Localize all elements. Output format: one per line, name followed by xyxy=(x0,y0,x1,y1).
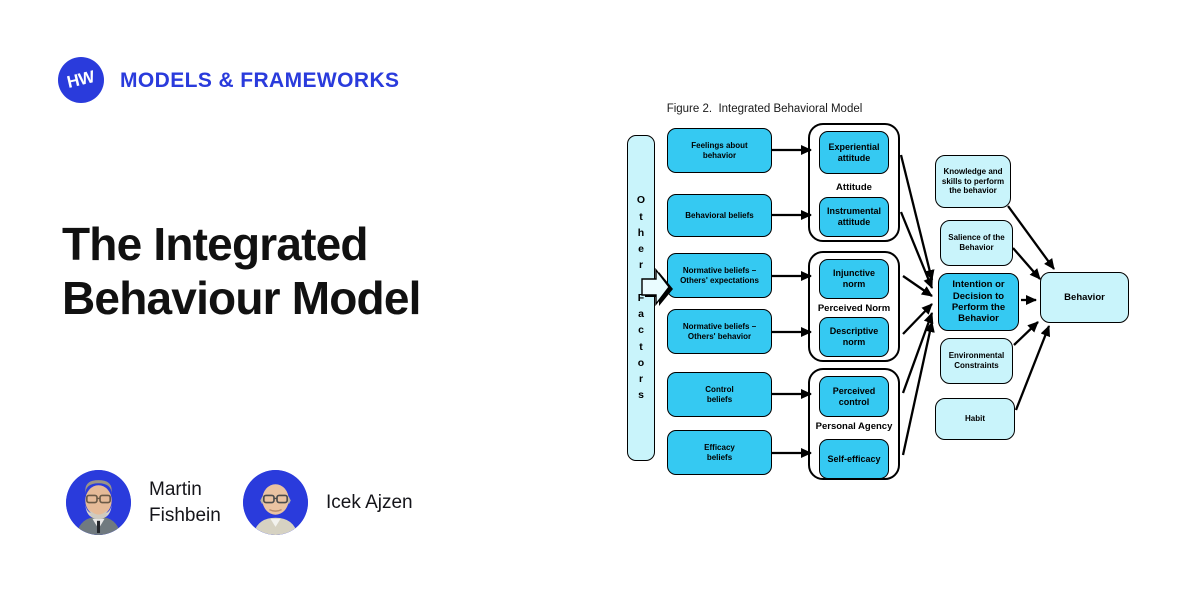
box-behavior: Behavior xyxy=(1040,272,1129,323)
group-perceived-norm: Injunctive norm Perceived Norm Descripti… xyxy=(808,251,900,362)
box-habit: Habit xyxy=(935,398,1015,440)
box-intention-decision: Intention or Decision to Perform the Beh… xyxy=(938,273,1019,331)
box-injunctive-norm: Injunctive norm xyxy=(819,259,889,299)
box-behavioral-beliefs: Behavioral beliefs xyxy=(667,194,772,237)
label-personal-agency: Personal Agency xyxy=(815,421,893,432)
martin-fishbein-photo xyxy=(66,470,131,535)
brand-logo: HW xyxy=(58,57,104,103)
label-perceived-norm: Perceived Norm xyxy=(817,303,891,314)
other-factors-label: O t h e r F a c t o r s xyxy=(636,194,646,402)
icek-ajzen-photo xyxy=(243,470,308,535)
box-salience-of-behavior: Salience of the Behavior xyxy=(940,220,1013,266)
brand-logo-text: HW xyxy=(65,67,97,92)
author-martin-fishbein: Martin Fishbein xyxy=(66,470,249,535)
box-descriptive-norm: Descriptive norm xyxy=(819,317,889,357)
author-name: Icek Ajzen xyxy=(326,491,413,513)
author-icek-ajzen: Icek Ajzen xyxy=(243,470,413,535)
integrated-behavioral-model-figure: Figure 2. Integrated Behavioral Model O … xyxy=(612,98,1147,498)
box-control-beliefs: Control beliefs xyxy=(667,372,772,417)
other-factors-box: O t h e r F a c t o r s xyxy=(627,135,655,461)
box-normative-behavior: Normative beliefs – Others' behavior xyxy=(667,309,772,354)
page-title: The Integrated Behaviour Model xyxy=(62,218,421,324)
box-experiential-attitude: Experiential attitude xyxy=(819,131,889,174)
brand-wordmark: MODELS & FRAMEWORKS xyxy=(120,69,400,92)
author-name: Martin Fishbein xyxy=(149,478,221,526)
box-feelings-about-behavior: Feelings about behavior xyxy=(667,128,772,173)
box-normative-expectations: Normative beliefs – Others' expectations xyxy=(667,253,772,298)
box-knowledge-skills: Knowledge and skills to perform the beha… xyxy=(935,155,1011,208)
box-instrumental-attitude: Instrumental attitude xyxy=(819,197,889,237)
group-attitude: Experiential attitude Attitude Instrumen… xyxy=(808,123,900,242)
box-perceived-control: Perceived control xyxy=(819,376,889,417)
box-self-efficacy: Self-efficacy xyxy=(819,439,889,479)
box-efficacy-beliefs: Efficacy beliefs xyxy=(667,430,772,475)
label-attitude: Attitude xyxy=(836,182,872,193)
box-environmental-constraints: Environmental Constraints xyxy=(940,338,1013,384)
figure-caption: Figure 2. Integrated Behavioral Model xyxy=(666,103,863,115)
group-personal-agency: Perceived control Personal Agency Self-e… xyxy=(808,368,900,480)
